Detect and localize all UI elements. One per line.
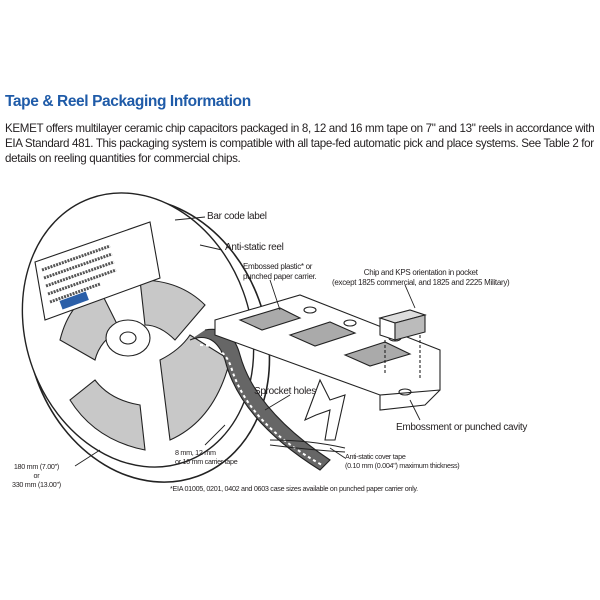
label-line: Embossed plastic* or <box>243 262 313 271</box>
intro-paragraph: KEMET offers multilayer ceramic chip cap… <box>5 121 600 166</box>
label-line: punched paper carrier. <box>243 272 317 281</box>
chip-component <box>378 309 427 380</box>
label-line: 180 mm (7.00") <box>13 462 59 471</box>
embossed-carrier-label: Embossed plastic* or punched paper carri… <box>243 262 317 282</box>
intro-line: details on reeling quantities for commer… <box>5 152 241 165</box>
intro-line: KEMET offers multilayer ceramic chip cap… <box>5 122 595 135</box>
label-line: or 16 mm carrier tape <box>175 457 238 466</box>
bar-code-label <box>34 221 161 321</box>
bar-code-label-text: Bar code label <box>207 211 267 222</box>
label-line: (0.10 mm (0.004") maximum thickness) <box>345 461 460 470</box>
label-line: Anti-static cover tape <box>345 452 406 461</box>
chip-orientation-label: Chip and KPS orientation in pocket (exce… <box>332 268 510 288</box>
label-line: 8 mm, 12 mm <box>175 448 216 457</box>
label-line: (except 1825 commercial, and 1825 and 22… <box>332 278 510 287</box>
anti-static-reel-label: Anti-static reel <box>225 242 284 253</box>
carrier-tape <box>214 294 441 411</box>
cover-tape-label: Anti-static cover tape (0.10 mm (0.004")… <box>345 452 460 470</box>
label-line: Chip and KPS orientation in pocket <box>363 268 478 277</box>
sprocket-holes-label: Sprocket holes <box>254 386 316 397</box>
carrier-tape-label: 8 mm, 12 mm or 16 mm carrier tape <box>175 448 238 466</box>
label-line: 330 mm (13.00") <box>12 480 61 489</box>
label-line: or <box>33 471 40 480</box>
peel-arrow-icon <box>304 378 346 441</box>
reel-size-label: 180 mm (7.00") or 330 mm (13.00") <box>12 462 61 489</box>
intro-line: EIA Standard 481. This packaging system … <box>5 137 594 150</box>
footnote: *EIA 01005, 0201, 0402 and 0603 case siz… <box>170 484 418 493</box>
embossment-label: Embossment or punched cavity <box>396 422 528 433</box>
carrier-tape-strip <box>189 328 331 471</box>
page-title: Tape & Reel Packaging Information <box>5 93 251 110</box>
